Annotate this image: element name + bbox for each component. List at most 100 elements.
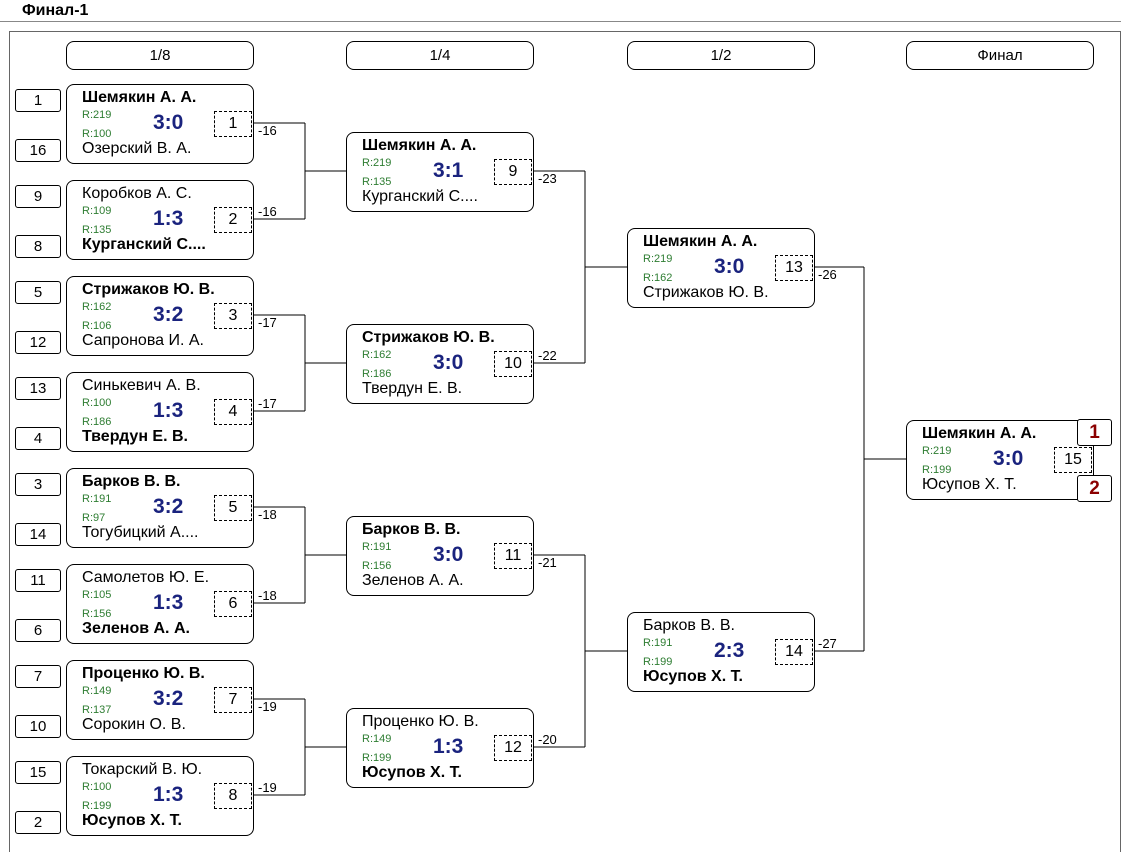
match-score: 3:2 <box>153 495 184 518</box>
match-number: 6 <box>214 591 252 617</box>
player-2-rating: R:106 <box>82 320 112 332</box>
seed-number: 10 <box>15 715 61 738</box>
seed-number: 8 <box>15 235 61 258</box>
player-2-rating: R:199 <box>922 464 952 476</box>
player-1-rating: R:191 <box>82 493 112 505</box>
loser-label: -17 <box>258 396 277 411</box>
seed-number: 11 <box>15 569 61 592</box>
player-2-name: Юсупов Х. Т. <box>922 476 1017 493</box>
match-number: 1 <box>214 111 252 137</box>
player-2-name: Юсупов Х. Т. <box>643 668 743 685</box>
player-2-rating: R:156 <box>82 608 112 620</box>
player-2-name: Стрижаков Ю. В. <box>643 284 769 301</box>
player-1-rating: R:105 <box>82 589 112 601</box>
player-1-name: Шемякин А. А. <box>643 233 758 250</box>
match-score: 3:0 <box>433 543 464 566</box>
match-score: 3:2 <box>153 687 184 710</box>
player-2-rating: R:137 <box>82 704 112 716</box>
title-divider <box>0 21 1121 22</box>
match-number: 12 <box>494 735 532 761</box>
player-1-name: Проценко Ю. В. <box>362 713 479 730</box>
match-number: 9 <box>494 159 532 185</box>
player-2-rating: R:135 <box>362 176 392 188</box>
player-2-rating: R:199 <box>643 656 673 668</box>
player-1-name: Синькевич А. В. <box>82 377 201 394</box>
match-number: 13 <box>775 255 813 281</box>
player-1-name: Проценко Ю. В. <box>82 665 205 682</box>
player-1-name: Стрижаков Ю. В. <box>82 281 215 298</box>
seed-number: 3 <box>15 473 61 496</box>
player-1-rating: R:219 <box>643 253 673 265</box>
match-score: 3:0 <box>993 447 1024 470</box>
loser-label: -23 <box>538 171 557 186</box>
page-title: Финал-1 <box>22 2 89 19</box>
player-1-name: Самолетов Ю. Е. <box>82 569 210 586</box>
player-2-name: Озерский В. А. <box>82 140 192 157</box>
player-1-rating: R:219 <box>922 445 952 457</box>
seed-number: 15 <box>15 761 61 784</box>
player-1-name: Барков В. В. <box>362 521 461 538</box>
place-2-badge: 2 <box>1077 475 1112 502</box>
match-score: 3:0 <box>433 351 464 374</box>
player-2-name: Твердун Е. В. <box>362 380 463 397</box>
match-score: 1:3 <box>153 207 184 230</box>
seed-number: 14 <box>15 523 61 546</box>
player-1-name: Стрижаков Ю. В. <box>362 329 495 346</box>
match-score: 3:1 <box>433 159 464 182</box>
player-1-rating: R:191 <box>643 637 673 649</box>
loser-label: -27 <box>818 636 837 651</box>
player-2-name: Юсупов Х. Т. <box>82 812 182 829</box>
player-1-rating: R:162 <box>82 301 112 313</box>
seed-number: 4 <box>15 427 61 450</box>
loser-label: -20 <box>538 732 557 747</box>
loser-label: -16 <box>258 204 277 219</box>
round-header-1-4: 1/4 <box>346 41 534 70</box>
player-2-name: Сапронова И. А. <box>82 332 204 349</box>
match-score: 1:3 <box>153 591 184 614</box>
match-score: 1:3 <box>153 399 184 422</box>
match-number: 7 <box>214 687 252 713</box>
player-1-rating: R:219 <box>362 157 392 169</box>
player-1-name: Барков В. В. <box>82 473 181 490</box>
round-header-final: Финал <box>906 41 1094 70</box>
match-number: 4 <box>214 399 252 425</box>
match-score: 3:0 <box>153 111 184 134</box>
player-2-rating: R:97 <box>82 512 106 524</box>
loser-label: -17 <box>258 315 277 330</box>
player-1-rating: R:162 <box>362 349 392 361</box>
place-1-badge: 1 <box>1077 419 1112 446</box>
match-score: 3:0 <box>714 255 745 278</box>
player-1-rating: R:100 <box>82 781 112 793</box>
player-1-rating: R:191 <box>362 541 392 553</box>
match-number: 2 <box>214 207 252 233</box>
player-2-rating: R:199 <box>82 800 112 812</box>
seed-number: 16 <box>15 139 61 162</box>
player-2-name: Сорокин О. В. <box>82 716 186 733</box>
player-1-name: Шемякин А. А. <box>922 425 1037 442</box>
player-2-rating: R:156 <box>362 560 392 572</box>
seed-number: 1 <box>15 89 61 112</box>
player-1-rating: R:100 <box>82 397 112 409</box>
player-1-name: Барков В. В. <box>643 617 735 634</box>
player-1-rating: R:149 <box>82 685 112 697</box>
seed-number: 6 <box>15 619 61 642</box>
player-2-name: Курганский С.... <box>82 236 206 253</box>
round-header-1-2: 1/2 <box>627 41 815 70</box>
player-2-rating: R:135 <box>82 224 112 236</box>
match-number: 3 <box>214 303 252 329</box>
match-score: 3:2 <box>153 303 184 326</box>
match-number: 14 <box>775 639 813 665</box>
seed-number: 7 <box>15 665 61 688</box>
match-score: 1:3 <box>433 735 464 758</box>
